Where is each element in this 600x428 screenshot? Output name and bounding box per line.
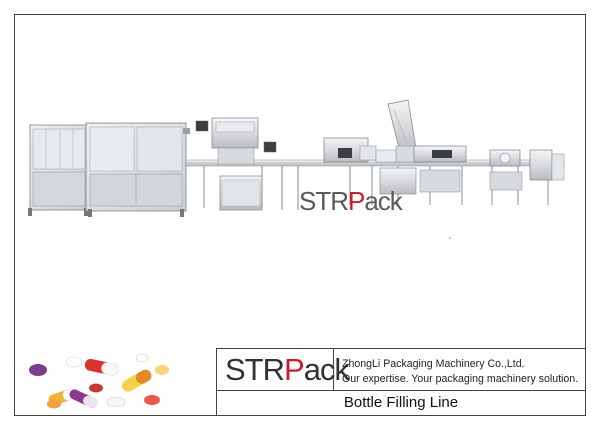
induction-sealer bbox=[413, 145, 467, 193]
capsules-image bbox=[29, 353, 169, 409]
bottle-filling-line-illustration bbox=[28, 99, 565, 239]
brand-watermark: STRPack bbox=[299, 186, 403, 216]
logo-mark: P bbox=[284, 352, 305, 387]
logo-cell: STRPack bbox=[217, 349, 350, 390]
strpack-logo: STRPack bbox=[225, 352, 350, 387]
logo-prefix: STR bbox=[225, 352, 285, 387]
company-name: ZhongLi Packaging Machinery Co.,Ltd. bbox=[342, 358, 525, 370]
brand-mark: P bbox=[348, 186, 365, 216]
brand-prefix: STR bbox=[299, 186, 349, 216]
capping-machine bbox=[375, 99, 427, 195]
tablet-counting-machine bbox=[195, 117, 277, 211]
labeling-machine bbox=[489, 149, 565, 191]
bottle-sorter-machine bbox=[85, 122, 190, 217]
cotton-inserter-machine bbox=[323, 137, 377, 163]
unscrambler-machine bbox=[28, 124, 89, 216]
product-title: Bottle Filling Line bbox=[343, 394, 459, 411]
logo-suffix: ack bbox=[303, 352, 350, 387]
company-tagline: Our expertise. Your packaging machinery … bbox=[342, 373, 579, 385]
brand-suffix: ack bbox=[364, 186, 402, 216]
company-header-row: STRPack ZhongLi Packaging Machinery Co.,… bbox=[217, 349, 585, 391]
company-info-box: STRPack ZhongLi Packaging Machinery Co.,… bbox=[216, 348, 586, 416]
